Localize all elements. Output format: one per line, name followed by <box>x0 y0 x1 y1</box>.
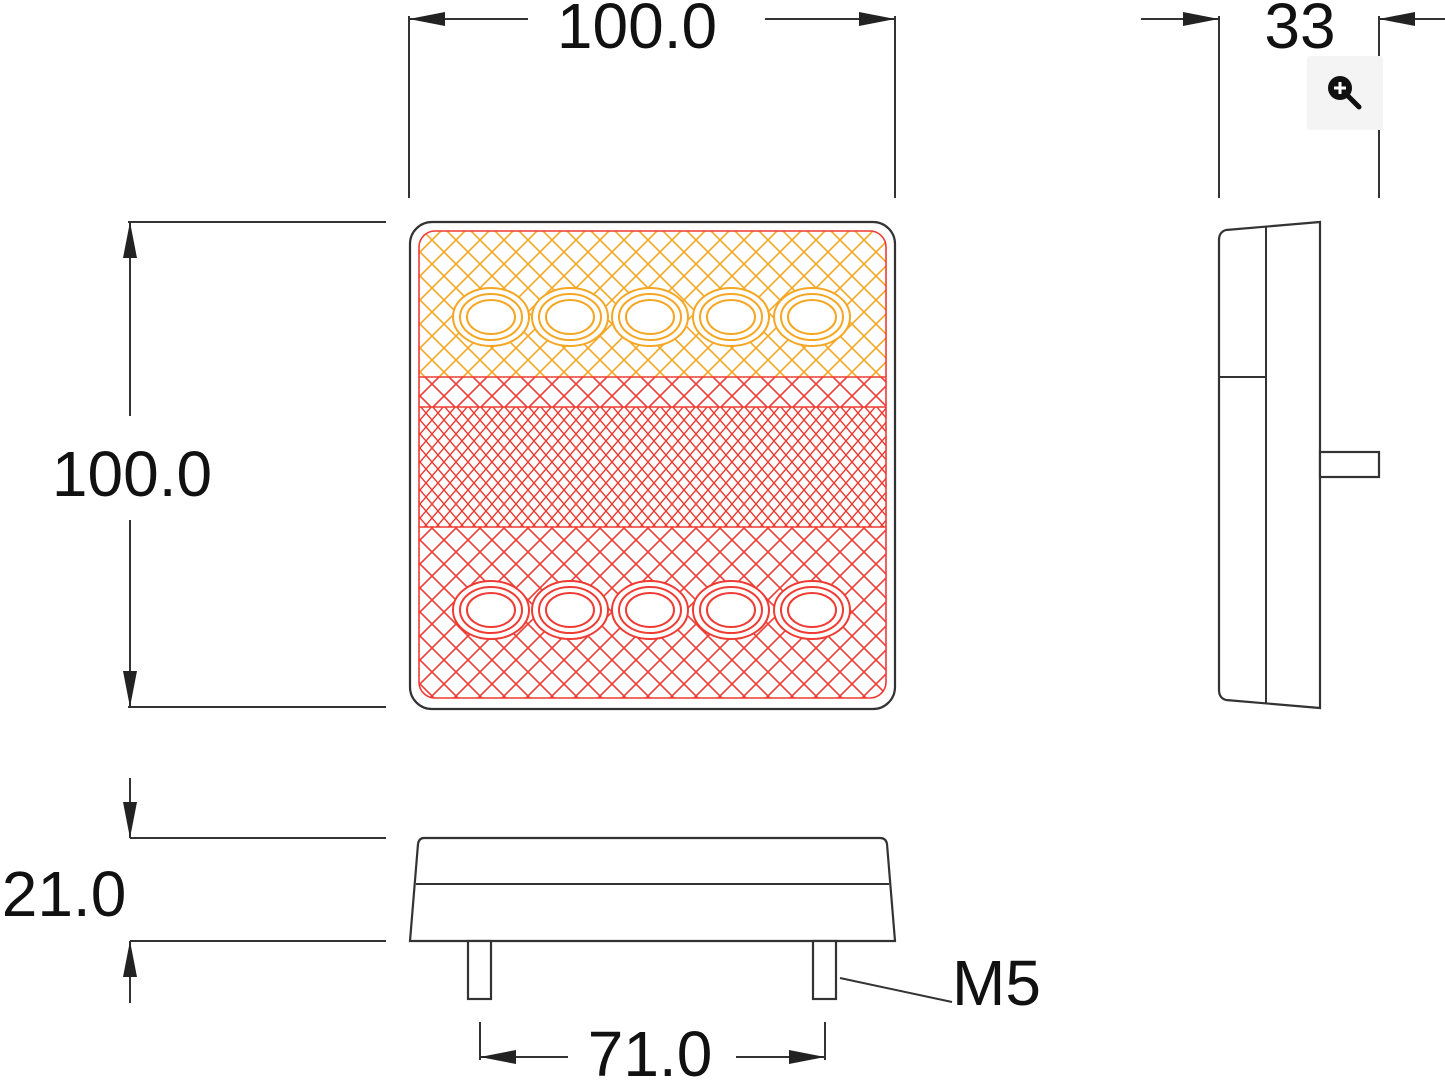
dimension-side-depth: 33 <box>1141 0 1445 198</box>
red-upper-section <box>419 377 886 407</box>
amber-led <box>611 287 689 347</box>
lamp-side-view <box>1217 220 1381 710</box>
stud-thread-callout: M5 <box>839 947 1041 1019</box>
mount-stud-left <box>466 939 493 1001</box>
dimension-front-height: 100.0 <box>52 221 386 708</box>
lamp-bottom-view <box>408 836 897 1001</box>
side-depth-label: 33 <box>1264 0 1335 62</box>
amber-led-row <box>452 287 851 347</box>
red-reflector-band <box>419 407 886 527</box>
zoom-in-icon <box>1328 76 1362 110</box>
zoom-in-button[interactable] <box>1307 56 1383 130</box>
red-led <box>773 580 851 640</box>
dimension-front-width: 100.0 <box>408 0 896 198</box>
red-led <box>692 580 770 640</box>
red-led <box>611 580 689 640</box>
amber-led <box>773 287 851 347</box>
stud-spacing-label: 71.0 <box>588 1018 713 1089</box>
front-height-label: 100.0 <box>52 438 212 510</box>
red-led-row <box>452 580 851 640</box>
dimension-stud-spacing: 71.0 <box>479 1018 826 1089</box>
stud-thread-label: M5 <box>952 947 1041 1019</box>
lamp-front-view <box>408 220 897 711</box>
amber-led <box>692 287 770 347</box>
amber-led <box>531 287 609 347</box>
red-led <box>452 580 530 640</box>
dimension-bottom-height: 21.0 <box>2 778 386 1003</box>
red-led <box>531 580 609 640</box>
front-width-label: 100.0 <box>557 0 717 62</box>
side-mount-stud <box>1318 450 1381 479</box>
mount-stud-right <box>811 939 838 1001</box>
bottom-height-label: 21.0 <box>2 858 127 930</box>
amber-led <box>452 287 530 347</box>
